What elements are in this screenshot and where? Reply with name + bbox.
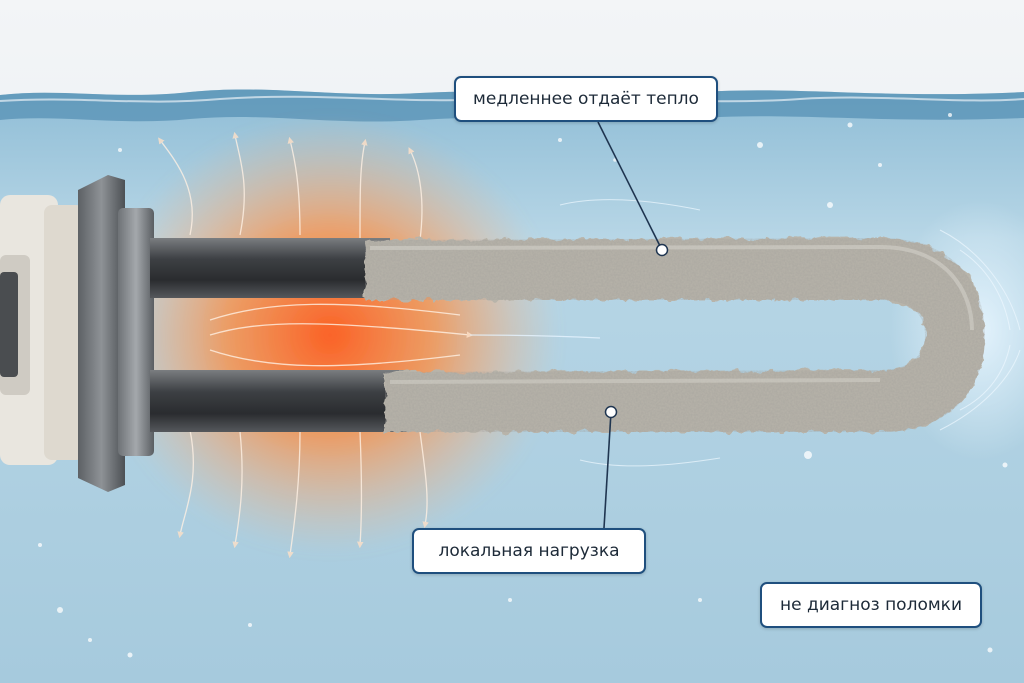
callout-not-diagnosis: не диагноз поломки (760, 582, 982, 628)
flange (44, 175, 154, 492)
upper-rod (150, 238, 390, 298)
callout-slower-heat: медленнее отдаёт тепло (454, 76, 718, 122)
leader-lines (597, 121, 663, 529)
callout-local-load: локальная нагрузка (412, 528, 646, 574)
lower-rod (150, 370, 410, 432)
plastic-housing (0, 195, 58, 465)
